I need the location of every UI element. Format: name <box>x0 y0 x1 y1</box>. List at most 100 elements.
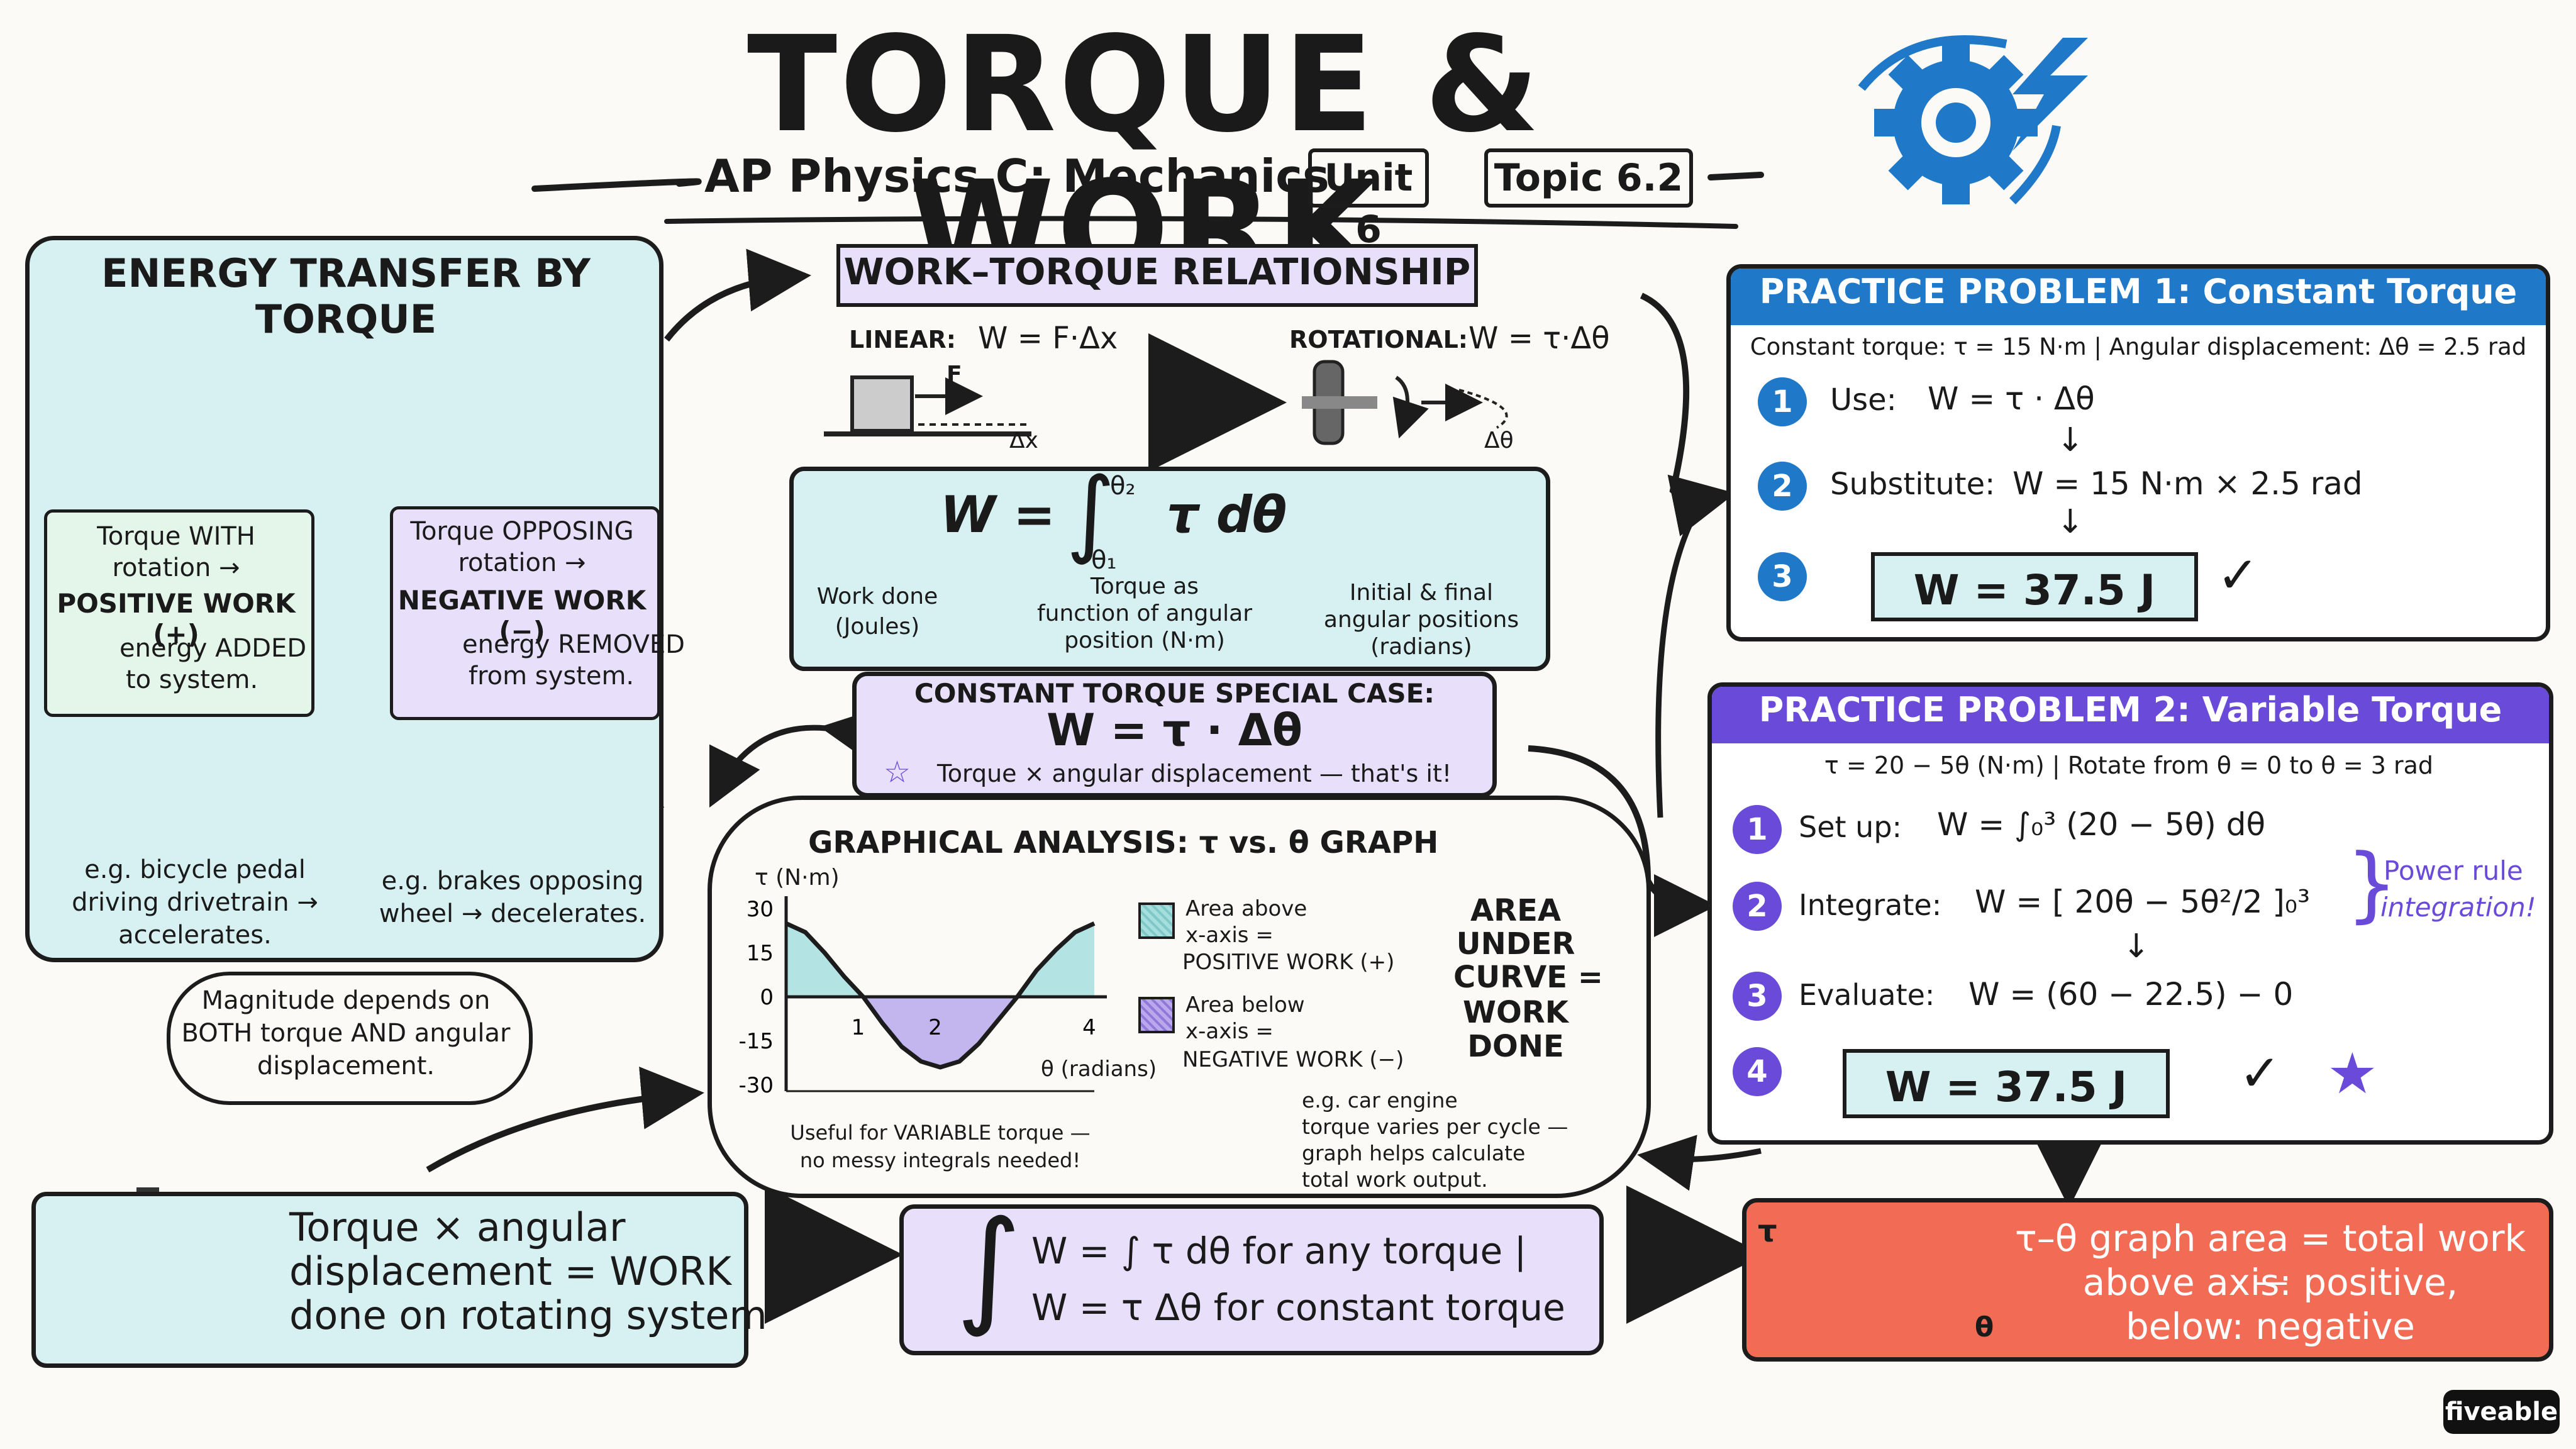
engine-note-2: torque varies per cycle — <box>1302 1114 1568 1139</box>
ann-pos-3: (radians) <box>1370 634 1472 660</box>
magnitude-line1: Magnitude depends on <box>201 986 491 1015</box>
rotation-arrow-icon <box>1858 35 2007 91</box>
engine-note-3: graph helps calculate <box>1302 1141 1526 1165</box>
formula-line2: W = τ Δθ for constant torque <box>1031 1286 1565 1329</box>
legend-below-1: Area below <box>1185 992 1305 1018</box>
engine-note-1: e.g. car engine <box>1302 1088 1458 1113</box>
problem2-answer: W = 37.5 J <box>1843 1049 2170 1118</box>
area-text-1: AREA <box>1470 893 1562 928</box>
linear-label: LINEAR: <box>849 326 956 353</box>
legend-below-3: NEGATIVE WORK (−) <box>1182 1047 1404 1072</box>
ann-torque-1: Torque as <box>1090 574 1199 599</box>
useful-note-1: Useful for VARIABLE torque — <box>790 1121 1091 1145</box>
energy-added-line2: to system. <box>126 665 258 694</box>
legend-above-swatch <box>1138 902 1175 939</box>
magnitude-line3: displacement. <box>257 1052 435 1080</box>
arrow-const-to-graph <box>709 708 880 808</box>
arrow-energy-to-relationship <box>664 248 811 342</box>
gear-icon <box>1874 41 2038 204</box>
relationship-title: WORK–TORQUE RELATIONSHIP <box>843 250 1471 293</box>
problem1-step2-label: Substitute: <box>1830 467 1996 502</box>
integral-sign: ∫ <box>956 1194 1022 1340</box>
arrow-to-problem2 <box>1528 745 1717 937</box>
example-right-line1: e.g. brakes opposing <box>381 867 644 896</box>
integral-box <box>789 467 1550 671</box>
page-subtitle: AP Physics C: Mechanics <box>704 150 1330 203</box>
summary-box <box>31 1192 748 1368</box>
power-rule-2: integration! <box>2380 892 2536 923</box>
result-line1: τ–θ graph area = total work — <box>2014 1217 2526 1302</box>
ann-work-2: (Joules) <box>835 614 920 640</box>
problem1-card <box>1726 264 2550 641</box>
dx-label: Δx <box>1009 428 1038 453</box>
problem1-step2-num: 2 <box>1758 462 1807 511</box>
problem2-step4-num: 4 <box>1733 1047 1782 1096</box>
problem1-header <box>1731 269 2546 325</box>
integral-lower: θ₁ <box>1091 546 1117 575</box>
check-icon: ✓ <box>2217 546 2260 604</box>
down-arrow-icon: ↓ <box>2123 928 2150 965</box>
relationship-banner <box>836 244 1478 307</box>
graph-x-label: θ (radians) <box>1041 1057 1157 1082</box>
positive-work-label: POSITIVE WORK (+) <box>57 588 296 650</box>
useful-note-2: no messy integrals needed! <box>799 1148 1081 1172</box>
legend-above-3: POSITIVE WORK (+) <box>1182 950 1395 975</box>
example-left-line3: accelerates. <box>118 921 272 950</box>
integral-sign: ∫ <box>1066 458 1116 567</box>
area-text-3: CURVE = <box>1453 960 1604 995</box>
result-line3: below: negative <box>2125 1305 2415 1348</box>
legend-above-2: x-axis = <box>1185 923 1274 948</box>
flywheel-icon <box>1302 360 1508 445</box>
problem2-title: PRACTICE PROBLEM 2: Variable Torque <box>1758 690 2502 730</box>
ann-pos-1: Initial & final <box>1349 580 1494 606</box>
problem2-step1-eq: W = ∫₀³ (20 − 5θ) dθ <box>1937 806 2266 843</box>
rotational-equation: W = τ·Δθ <box>1468 321 1610 356</box>
problem1-given: Constant torque: τ = 15 N·m | Angular di… <box>1750 333 2527 360</box>
problem2-step3-eq: W = (60 − 22.5) − 0 <box>1968 976 2294 1013</box>
check-icon: ✓ <box>2239 1044 2282 1102</box>
summary-line2: displacement = WORK <box>289 1248 732 1294</box>
integral-body: τ dθ <box>1167 486 1287 544</box>
result-box <box>1742 1198 2553 1362</box>
area-text-2: UNDER <box>1456 926 1575 962</box>
integral-W: W = <box>940 486 1056 544</box>
summary-line3: done on rotating system <box>289 1292 767 1338</box>
result-line2: above axis: positive, <box>2082 1261 2458 1304</box>
problem1-step1-label: Use: <box>1830 382 1897 418</box>
linear-equation: W = F·Δx <box>978 321 1118 356</box>
formula-box <box>899 1204 1604 1355</box>
problem1-title: PRACTICE PROBLEM 1: Constant Torque <box>1759 272 2518 311</box>
down-arrow-icon: ↓ <box>2057 421 2084 459</box>
example-right-line2: wheel → decelerates. <box>379 899 647 928</box>
topic-badge: Topic 6.2 <box>1484 148 1693 208</box>
graph-title: GRAPHICAL ANALYSIS: τ vs. θ GRAPH <box>808 825 1439 860</box>
torque-with-line2: rotation → <box>112 553 240 582</box>
legend-below-2: x-axis = <box>1185 1019 1274 1044</box>
power-rule-1: Power rule <box>2384 855 2523 886</box>
constant-torque-box <box>852 672 1497 797</box>
example-left-line2: driving drivetrain → <box>72 888 318 917</box>
constant-torque-note: Torque × angular displacement — that's i… <box>937 760 1452 787</box>
problem2-step3-num: 3 <box>1733 972 1782 1021</box>
block-force-icon <box>824 375 1031 436</box>
dtheta-label: Δθ <box>1484 428 1514 453</box>
formula-line1: W = ∫ τ dθ for any torque | <box>1031 1230 1527 1272</box>
problem2-step3-label: Evaluate: <box>1799 978 1935 1012</box>
example-left-line1: e.g. bicycle pedal <box>84 855 306 884</box>
area-text-5: DONE <box>1467 1029 1564 1064</box>
energy-removed-line2: from system. <box>469 662 635 691</box>
problem2-step2-label: Integrate: <box>1799 888 1942 922</box>
down-arrow-icon: ↓ <box>2057 503 2084 541</box>
fiveable-logo: fiveable <box>2443 1390 2560 1434</box>
problem2-header <box>1712 687 2549 743</box>
magnitude-bubble <box>167 972 533 1105</box>
torque-with-line1: Torque WITH <box>97 522 255 551</box>
torque-with-card <box>44 509 314 717</box>
problem2-step1-num: 1 <box>1733 805 1782 854</box>
ann-pos-2: angular positions <box>1323 607 1519 633</box>
graph-y-label: τ (N·m) <box>755 865 840 891</box>
star-icon: ★ <box>2327 1041 2378 1107</box>
problem2-given: τ = 20 − 5θ (N·m) | Rotate from θ = 0 to… <box>1824 752 2434 779</box>
result-tau: τ <box>1758 1214 1777 1249</box>
magnitude-line2: BOTH torque AND angular <box>181 1019 511 1048</box>
